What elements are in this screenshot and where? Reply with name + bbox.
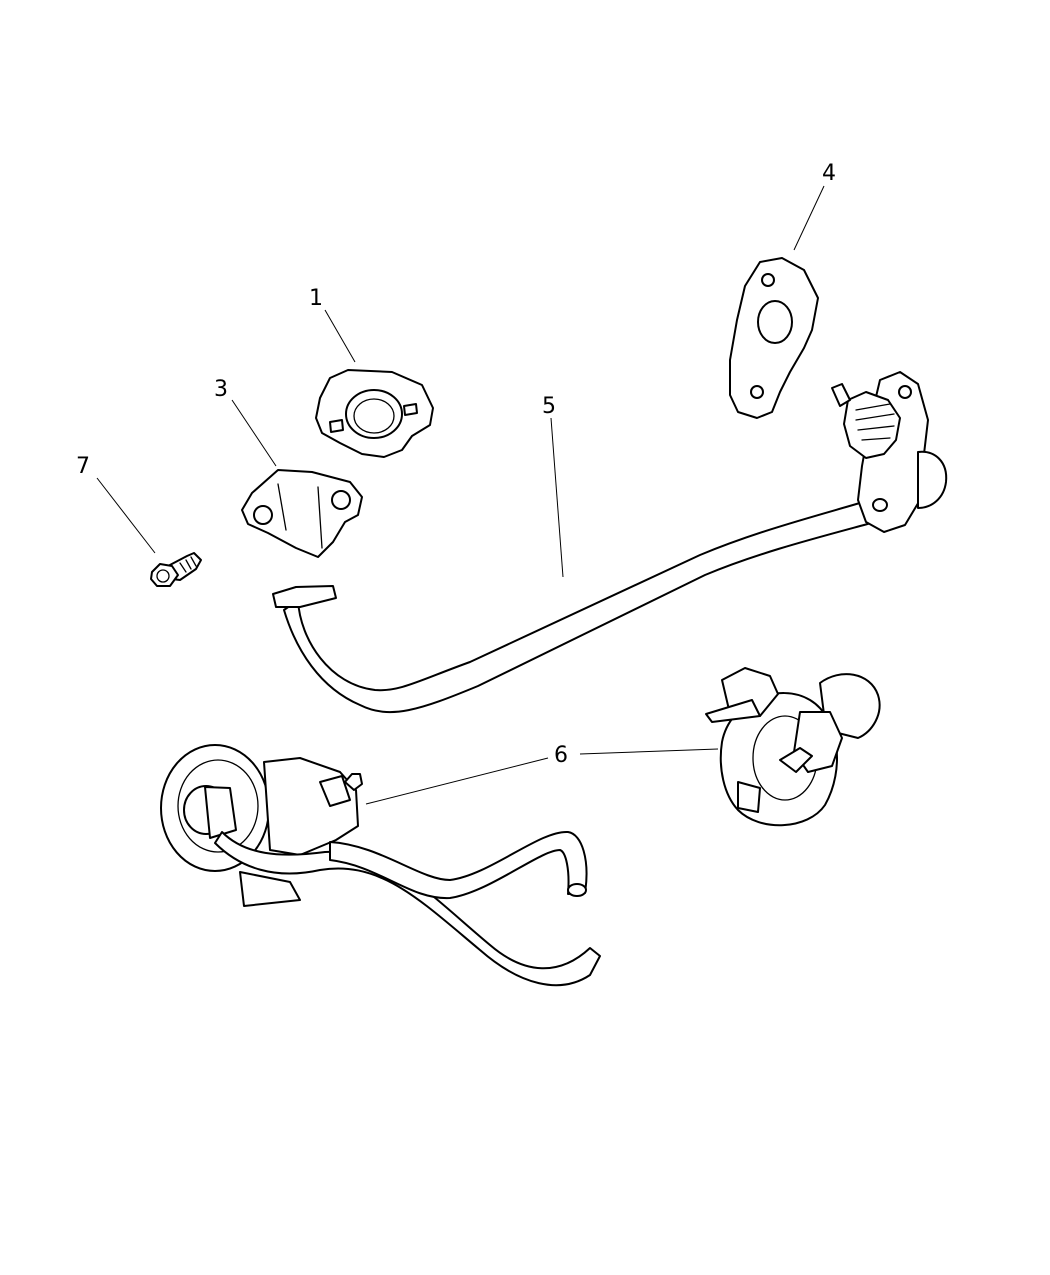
leader-7 xyxy=(96,477,156,554)
callout-6: 6 xyxy=(554,743,568,768)
leader-6a xyxy=(365,757,549,805)
callout-numbers: 1 3 7 4 5 6 xyxy=(76,161,836,768)
leader-3 xyxy=(231,399,277,467)
leader-4 xyxy=(793,185,825,251)
leader-lines xyxy=(96,185,825,805)
part-3-gasket xyxy=(241,469,363,558)
leader-5 xyxy=(550,417,564,578)
callout-4: 4 xyxy=(822,161,836,186)
part-4-gasket xyxy=(729,257,819,419)
callout-3: 3 xyxy=(214,377,228,402)
callout-1: 1 xyxy=(309,286,323,311)
leader-6b xyxy=(579,748,719,755)
callout-7: 7 xyxy=(76,454,90,479)
part-6-valve-left xyxy=(160,744,601,987)
callout-5: 5 xyxy=(542,394,556,419)
leader-1 xyxy=(324,309,356,363)
part-6-valve-right xyxy=(705,667,881,827)
part-1-gasket xyxy=(315,369,434,458)
part-5-tube xyxy=(272,371,948,714)
part-7-bolt xyxy=(150,552,202,587)
